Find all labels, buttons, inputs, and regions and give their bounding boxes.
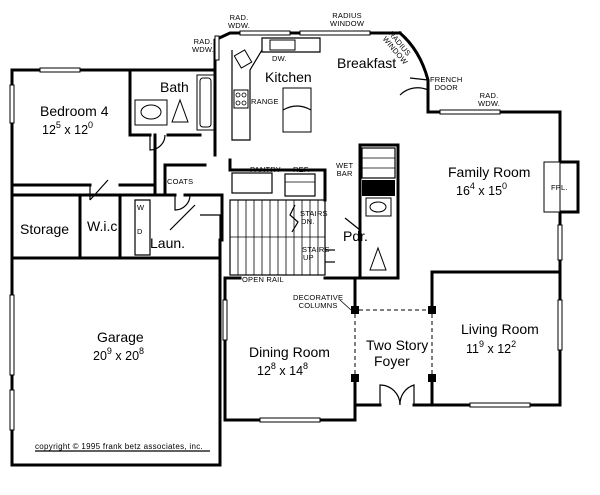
bath-name: Bath xyxy=(160,79,189,95)
dining-room-dimensions: 128 x 148 xyxy=(257,361,309,379)
living-room-name: Living Room xyxy=(461,321,539,337)
staircase xyxy=(229,199,335,276)
family-room-name: Family Room xyxy=(448,164,531,180)
copyright-notice: copyright © 1995 frank betz associates, … xyxy=(35,442,204,451)
wic-name: W.i.c. xyxy=(87,218,122,234)
rad-wdw-label-family: RAD.WDW. xyxy=(478,91,501,108)
rad-wdw-label-kitchen-top: RAD.WDW. xyxy=(228,13,251,30)
decorative-columns xyxy=(339,299,436,382)
interior-walls xyxy=(10,68,400,280)
bedroom4-name: Bedroom 4 xyxy=(40,103,109,119)
bedroom4-dimensions: 125 x 120 xyxy=(42,120,94,138)
garage-name: Garage xyxy=(97,329,144,345)
living-room-dimensions: 119 x 122 xyxy=(466,339,517,357)
doors xyxy=(89,77,429,406)
coats-label: COATS xyxy=(167,177,194,186)
exterior-walls xyxy=(10,30,580,467)
family-room-dimensions: 164 x 150 xyxy=(456,181,508,199)
rad-wdw-label-kitchen-left: RAD.WDW. xyxy=(192,37,215,54)
breakfast-name: Breakfast xyxy=(337,55,397,71)
fireplace-label: FPL. xyxy=(551,183,568,192)
laundry-name: Laun. xyxy=(150,235,186,251)
powder-room-name: Pdr. xyxy=(343,228,368,244)
windows xyxy=(9,30,563,431)
dryer-label: D xyxy=(137,227,143,236)
storage-name: Storage xyxy=(20,221,70,237)
wet-bar-fixtures xyxy=(361,147,396,271)
bath-fixtures xyxy=(134,74,215,131)
garage-dimensions: 209 x 208 xyxy=(93,346,145,364)
fireplace xyxy=(543,161,561,213)
kitchen-name: Kitchen xyxy=(265,69,312,85)
pantry-fixtures xyxy=(231,172,316,197)
dishwasher-label: DW. xyxy=(272,54,287,63)
washer-label: W xyxy=(137,203,145,212)
foyer-name-line2: Foyer xyxy=(374,353,410,369)
dining-room-name: Dining Room xyxy=(249,344,330,360)
kitchen-fixtures xyxy=(231,37,321,141)
refrigerator-label: REF. xyxy=(293,165,311,174)
open-rail-label: OPEN RAIL xyxy=(242,275,284,284)
pantry-label: PANTRY xyxy=(250,165,281,174)
range-label: RANGE xyxy=(251,97,279,106)
foyer-name-line1: Two Story xyxy=(366,337,429,353)
